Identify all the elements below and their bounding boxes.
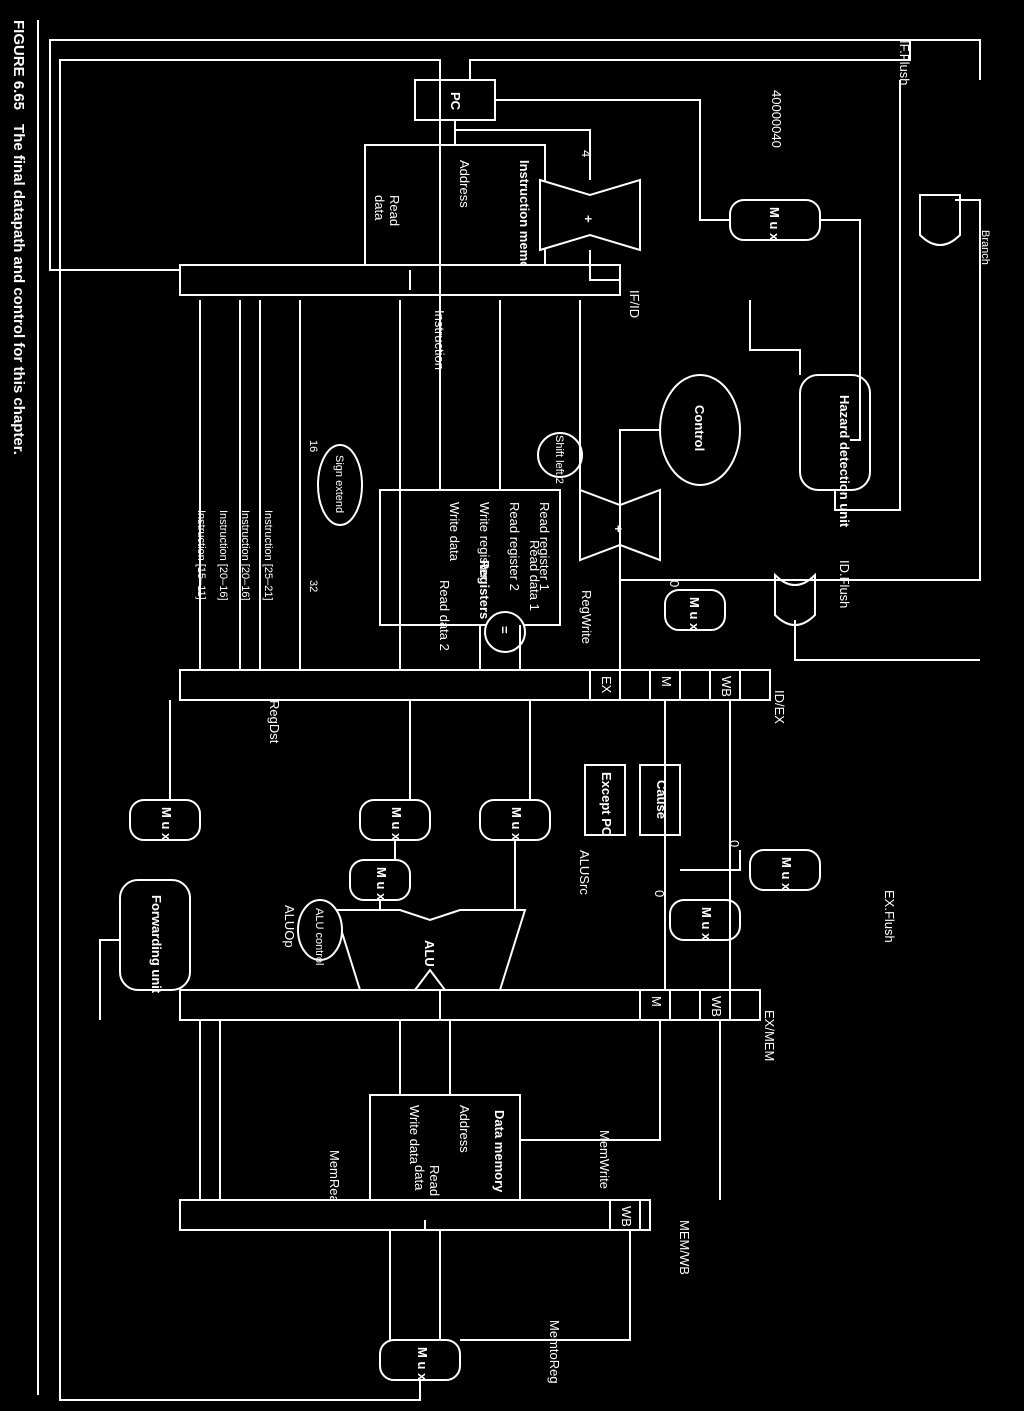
svg-text:0: 0	[667, 580, 682, 587]
alu-control	[297, 899, 343, 961]
svg-text:WB: WB	[719, 676, 734, 697]
svg-text:IF/ID: IF/ID	[627, 290, 642, 318]
svg-text:M u x: M u x	[779, 857, 794, 891]
id-ex-wb	[709, 669, 741, 701]
svg-text:WB: WB	[709, 996, 724, 1017]
ex-mem-m	[639, 989, 671, 1021]
svg-text:ID.Flush: ID.Flush	[837, 560, 852, 608]
svg-text:data: data	[412, 1165, 427, 1191]
svg-text:4: 4	[579, 150, 594, 157]
forwarding-unit	[119, 879, 191, 991]
svg-text:EX/MEM: EX/MEM	[762, 1010, 777, 1061]
svg-text:16: 16	[307, 440, 319, 452]
shift-left-2	[537, 432, 583, 478]
svg-text:M: M	[659, 676, 674, 687]
svg-text:Write data: Write data	[407, 1105, 422, 1165]
svg-text:ALUSrc: ALUSrc	[577, 850, 592, 895]
svg-text:Hazard detection unit: Hazard detection unit	[837, 395, 852, 528]
sign-extend	[317, 444, 363, 526]
svg-text:data: data	[372, 195, 387, 221]
svg-text:Instruction [20–16]: Instruction [20–16]	[217, 510, 229, 601]
ex-flush-mux-1	[749, 849, 821, 891]
svg-text:Branch: Branch	[979, 230, 991, 265]
except-pc-register	[584, 764, 626, 836]
id-ex-ex	[589, 669, 621, 701]
ex-flush-mux-2	[669, 899, 741, 941]
svg-text:IF.Flush: IF.Flush	[897, 40, 912, 86]
svg-text:M u x: M u x	[159, 807, 174, 841]
svg-text:Instruction memory: Instruction memory	[517, 160, 532, 282]
svg-text:Shift left 2: Shift left 2	[553, 435, 565, 484]
svg-text:M u x: M u x	[374, 867, 389, 901]
svg-text:MemRead: MemRead	[327, 1150, 342, 1210]
regdst-mux	[129, 799, 201, 841]
svg-text:Cause: Cause	[654, 780, 669, 819]
svg-text:+: +	[581, 215, 596, 223]
svg-text:EX: EX	[599, 676, 614, 694]
svg-text:0: 0	[727, 840, 742, 847]
svg-text:RegDst: RegDst	[267, 700, 282, 744]
svg-text:Read: Read	[387, 195, 402, 226]
svg-text:Except PC: Except PC	[599, 772, 614, 837]
svg-text:Address: Address	[457, 160, 472, 208]
svg-text:Control: Control	[692, 405, 707, 451]
branch-and-gate	[919, 194, 961, 246]
svg-text:Instruction [25–21]: Instruction [25–21]	[262, 510, 274, 601]
svg-text:M u x: M u x	[389, 807, 404, 841]
svg-text:32: 32	[307, 580, 319, 592]
svg-text:+: +	[611, 525, 626, 533]
register-file	[379, 489, 561, 626]
svg-text:Read data 1: Read data 1	[527, 540, 542, 611]
id-flush-or-gate	[774, 572, 816, 626]
svg-text:Address: Address	[457, 1105, 472, 1153]
id-ex-register	[179, 669, 771, 701]
svg-text:ID/EX: ID/EX	[772, 690, 787, 724]
svg-text:0: 0	[652, 890, 667, 897]
svg-text:MEM/WB: MEM/WB	[677, 1220, 692, 1275]
svg-text:M u x: M u x	[415, 1347, 430, 1381]
svg-text:Read: Read	[427, 1165, 442, 1196]
svg-text:40000040: 40000040	[769, 90, 784, 148]
svg-text:EX.Flush: EX.Flush	[882, 890, 897, 943]
svg-text:M u x: M u x	[767, 207, 782, 241]
svg-text:M u x: M u x	[509, 807, 524, 841]
svg-text:Instruction [20–16]: Instruction [20–16]	[239, 510, 251, 601]
figure-caption: FIGURE 6.65The final datapath and contro…	[10, 20, 27, 455]
svg-text:ALU control: ALU control	[313, 908, 325, 965]
svg-text:Read data 2: Read data 2	[437, 580, 452, 651]
mem-wb-wb	[609, 1199, 641, 1231]
svg-text:Data memory: Data memory	[492, 1110, 507, 1193]
svg-text:=: =	[497, 626, 512, 634]
equality-comparator	[484, 611, 526, 653]
svg-text:Read register 1: Read register 1	[537, 502, 552, 591]
ex-mem-register	[179, 989, 761, 1021]
svg-text:Write register: Write register	[477, 502, 492, 580]
svg-text:Write data: Write data	[447, 502, 462, 562]
svg-text:M u x: M u x	[699, 907, 714, 941]
svg-text:Forwarding unit: Forwarding unit	[149, 895, 164, 994]
svg-text:RegWrite: RegWrite	[579, 590, 594, 644]
datapath-wires	[49, 39, 981, 1401]
svg-text:ALU: ALU	[422, 940, 437, 967]
svg-text:PC: PC	[448, 92, 463, 111]
control-mux	[664, 589, 726, 631]
ex-mem-wb	[699, 989, 731, 1021]
svg-text:MemWrite: MemWrite	[597, 1130, 612, 1189]
mem-wb-register	[179, 1199, 651, 1231]
svg-text:Registers: Registers	[477, 560, 492, 619]
pc-adder	[539, 178, 641, 252]
diagram-body: PC Instruction memory Address Read data …	[49, 39, 991, 1401]
svg-text:WB: WB	[619, 1206, 634, 1227]
svg-text:Sign extend: Sign extend	[333, 455, 345, 513]
svg-text:M u x: M u x	[687, 597, 702, 631]
if-id-register	[179, 264, 621, 296]
svg-text:MemtoReg: MemtoReg	[547, 1320, 562, 1384]
svg-text:ALUOp: ALUOp	[282, 905, 297, 948]
svg-text:Read register 2: Read register 2	[507, 502, 522, 591]
svg-text:M: M	[649, 996, 664, 1007]
cause-register	[639, 764, 681, 836]
